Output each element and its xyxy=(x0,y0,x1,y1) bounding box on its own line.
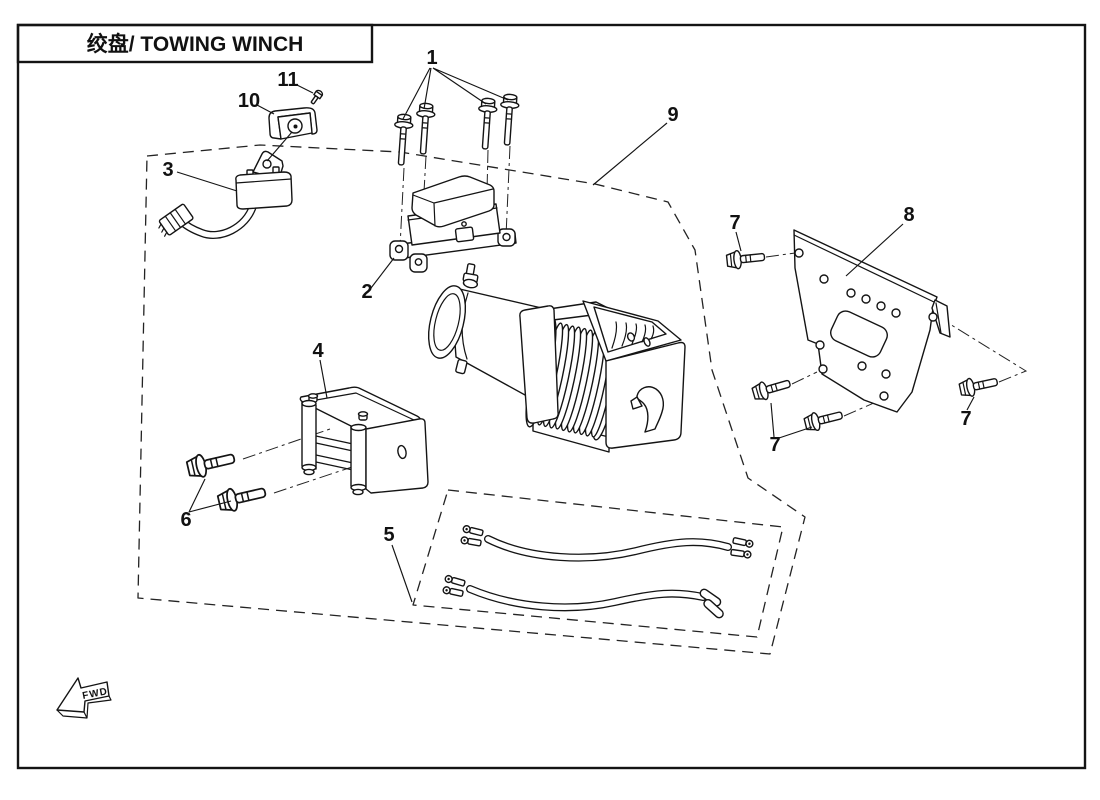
fwd-arrow: FWD xyxy=(56,677,112,719)
leader-5 xyxy=(391,544,413,603)
title-box xyxy=(16,23,374,64)
bolt-set-6 xyxy=(184,446,269,515)
leader-2 xyxy=(370,257,395,289)
callout-2: 2 xyxy=(361,281,372,303)
winch-unit xyxy=(427,263,686,453)
leader-4 xyxy=(319,359,328,399)
callout-8: 8 xyxy=(903,204,914,226)
callout-11: 11 xyxy=(277,69,298,91)
page-border xyxy=(16,23,1087,770)
winch-contactor xyxy=(389,175,517,273)
leader-7c xyxy=(966,396,975,411)
callout-10: 10 xyxy=(238,90,260,112)
leader-10-to-3 xyxy=(266,131,293,162)
motor-terminal xyxy=(462,263,479,289)
leader-10 xyxy=(256,104,275,115)
callout-labels: 1 2 3 4 5 6 7 7 7 8 9 10 11 xyxy=(162,47,971,546)
leader-9 xyxy=(592,122,668,186)
clutch-lever xyxy=(630,386,665,433)
switch-connector xyxy=(158,203,194,237)
screw-11 xyxy=(310,89,324,105)
leader-lines xyxy=(176,67,975,603)
winch-switch xyxy=(158,150,293,239)
callout-1: 1 xyxy=(426,47,437,69)
battery-cables xyxy=(441,524,755,619)
callout-4: 4 xyxy=(312,340,324,362)
callout-7-top: 7 xyxy=(729,212,740,234)
mount-plate xyxy=(793,229,951,413)
callout-6: 6 xyxy=(180,509,191,531)
switch-cover xyxy=(268,107,318,140)
leader-11 xyxy=(296,84,314,94)
leader-7a xyxy=(735,231,742,252)
fwd-label: FWD xyxy=(81,686,108,702)
leader-7b xyxy=(770,402,813,439)
leader-8 xyxy=(845,223,904,277)
page-title: 绞盘/ TOWING WINCH xyxy=(87,32,304,56)
fairlead-bracket xyxy=(299,386,429,496)
callout-5: 5 xyxy=(383,524,394,546)
callout-9: 9 xyxy=(667,104,678,126)
cable-kit-boundary xyxy=(412,489,784,638)
callout-7-right: 7 xyxy=(960,408,971,430)
leader-1 xyxy=(402,67,509,120)
leader-3 xyxy=(176,171,238,192)
callout-3: 3 xyxy=(162,159,173,181)
leader-6 xyxy=(188,478,232,513)
callout-7-bottom: 7 xyxy=(769,434,780,456)
